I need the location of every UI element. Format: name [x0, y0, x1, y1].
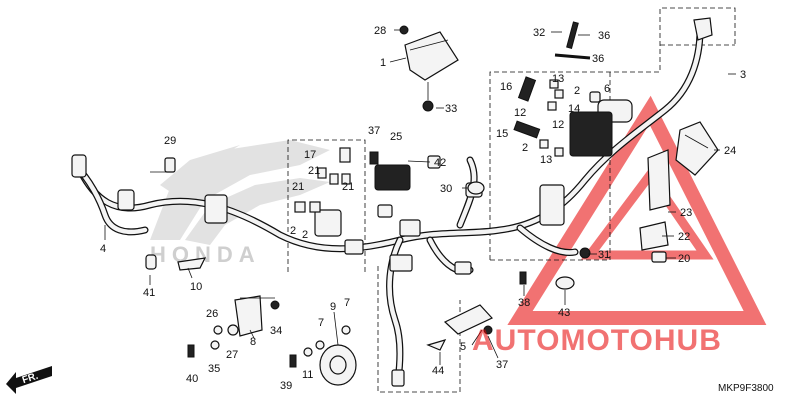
honda-wing-logo	[150, 140, 330, 245]
clips-29-41	[145, 157, 207, 271]
diagram-code: MKP9F3800	[718, 383, 774, 394]
callout-12a: 12	[514, 107, 526, 119]
callout-3: 3	[740, 69, 746, 81]
callout-2a: 2	[574, 85, 580, 97]
callout-31: 31	[598, 249, 610, 261]
callout-22: 22	[678, 231, 690, 243]
callout-8: 8	[250, 336, 256, 348]
callout-28: 28	[374, 25, 386, 37]
callout-labels: 28 1 33 32 36 36 3 16 13 2 6 12 14 12 15…	[100, 25, 746, 392]
callout-20: 20	[678, 253, 690, 265]
callout-36b: 36	[592, 53, 604, 65]
front-direction-arrow: FR.	[6, 366, 52, 394]
bolt-and-strap	[554, 21, 591, 60]
bracket-hardware	[187, 295, 280, 358]
callout-7a: 7	[344, 297, 350, 309]
control-unit-24	[675, 121, 719, 176]
callout-40: 40	[186, 373, 198, 385]
callout-7b: 7	[318, 317, 324, 329]
watermark-triangle	[507, 95, 767, 325]
callout-13b: 13	[540, 154, 552, 166]
callout-36a: 36	[598, 30, 610, 42]
regulator-23	[639, 149, 671, 263]
callout-2b: 2	[522, 142, 528, 154]
callout-27: 27	[226, 349, 238, 361]
callout-5: 5	[460, 341, 466, 353]
callout-10: 10	[190, 281, 202, 293]
callout-21c: 21	[342, 181, 354, 193]
callout-21b: 21	[292, 181, 304, 193]
callout-33: 33	[445, 103, 457, 115]
callout-26: 26	[206, 308, 218, 320]
front-indicator-text: FR.	[21, 371, 40, 387]
callout-34: 34	[270, 325, 282, 337]
callout-9: 9	[330, 301, 336, 313]
callout-13a: 13	[552, 73, 564, 85]
leader-lines	[104, 29, 736, 365]
callout-37b: 37	[496, 359, 508, 371]
callout-29: 29	[164, 135, 176, 147]
callout-12b: 12	[552, 119, 564, 131]
callout-4: 4	[100, 243, 106, 255]
dashed-group-boxes	[287, 7, 736, 393]
wing-logo-text: HONDA	[150, 242, 261, 267]
horn	[289, 325, 357, 386]
callout-24: 24	[724, 145, 736, 157]
callout-37a: 37	[368, 125, 380, 137]
callout-16: 16	[500, 81, 512, 93]
callout-42: 42	[434, 157, 446, 169]
callout-21a: 21	[308, 165, 320, 177]
callout-44: 44	[432, 365, 444, 377]
misc-fasteners	[467, 181, 591, 290]
ecm-module	[399, 25, 459, 112]
callout-23: 23	[680, 207, 692, 219]
bracket-5	[426, 304, 493, 351]
callout-2c: 2	[290, 225, 296, 237]
rear-cable-3	[693, 17, 713, 41]
callout-43: 43	[558, 307, 570, 319]
harness-connectors	[71, 154, 565, 387]
relay-and-fuse-parts	[513, 76, 633, 157]
callout-25: 25	[390, 131, 402, 143]
callout-39: 39	[280, 380, 292, 392]
callout-14: 14	[568, 103, 580, 115]
callout-2d: 2	[302, 229, 308, 241]
callout-11: 11	[302, 369, 313, 381]
callout-32: 32	[533, 27, 545, 39]
callout-30: 30	[440, 183, 452, 195]
callout-35: 35	[208, 363, 220, 375]
callout-41: 41	[143, 287, 155, 299]
callout-6: 6	[604, 83, 610, 95]
callout-1: 1	[380, 57, 386, 69]
callout-17: 17	[304, 149, 316, 161]
callout-38: 38	[518, 297, 530, 309]
callout-15: 15	[496, 128, 508, 140]
watermark-text: AUTOMOTOHUB	[472, 324, 722, 357]
